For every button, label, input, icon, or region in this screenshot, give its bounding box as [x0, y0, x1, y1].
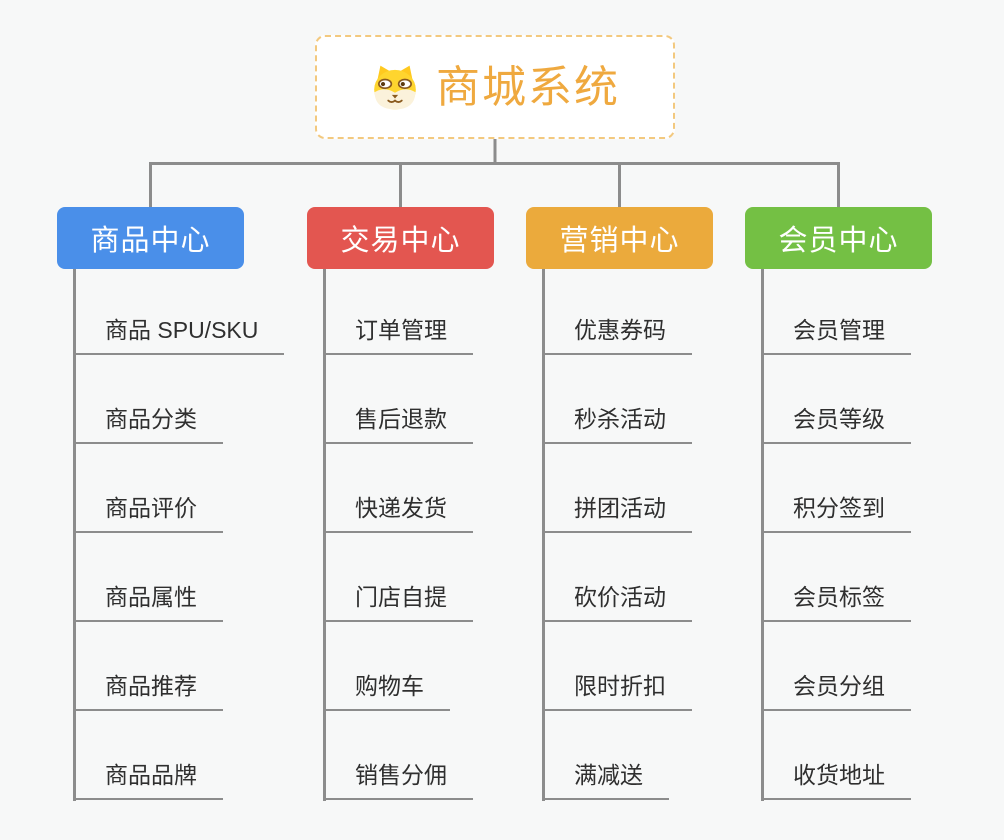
branch-node-label: 交易中心: [340, 225, 461, 257]
root-node-label: 商城系统: [436, 63, 620, 112]
leaf-node[interactable]: 商品分类: [73, 404, 223, 444]
leaf-node[interactable]: 收货地址: [761, 760, 911, 800]
leaf-node[interactable]: 会员标签: [761, 582, 911, 622]
leaf-node[interactable]: 拼团活动: [542, 493, 692, 533]
leaf-node[interactable]: 门店自提: [323, 582, 473, 622]
leaf-node[interactable]: 砍价活动: [542, 582, 692, 622]
leaf-node[interactable]: 积分签到: [761, 493, 911, 533]
leaf-node[interactable]: 商品属性: [73, 582, 223, 622]
branch-node-marketing-center[interactable]: 营销中心: [526, 207, 713, 269]
leaf-node[interactable]: 限时折扣: [542, 671, 692, 711]
leaf-node[interactable]: 商品推荐: [73, 671, 223, 711]
root-node[interactable]: 商城系统: [315, 35, 675, 139]
branch-children-marketing: 优惠券码 秒杀活动 拼团活动 砍价活动 限时折扣 满减送: [542, 269, 692, 801]
branch-node-label: 会员中心: [778, 225, 899, 257]
branch-node-label: 营销中心: [559, 225, 680, 257]
leaf-node[interactable]: 会员管理: [761, 315, 911, 355]
leaf-node[interactable]: 秒杀活动: [542, 404, 692, 444]
leaf-node[interactable]: 会员分组: [761, 671, 911, 711]
branch-node-label: 商品中心: [90, 225, 211, 257]
leaf-node[interactable]: 商品 SPU/SKU: [73, 315, 285, 355]
leaf-node[interactable]: 购物车: [323, 671, 450, 711]
leaf-node[interactable]: 销售分佣: [323, 760, 473, 800]
leaf-node[interactable]: 商品品牌: [73, 760, 223, 800]
leaf-node[interactable]: 会员等级: [761, 404, 911, 444]
branch-node-member-center[interactable]: 会员中心: [745, 207, 932, 269]
branch-node-trade-center[interactable]: 交易中心: [307, 207, 494, 269]
branch-children-member: 会员管理 会员等级 积分签到 会员标签 会员分组 收货地址: [761, 269, 911, 801]
leaf-node[interactable]: 订单管理: [323, 315, 473, 355]
branch-node-product-center[interactable]: 商品中心: [57, 207, 244, 269]
leaf-node[interactable]: 快递发货: [323, 493, 473, 533]
leaf-node[interactable]: 商品评价: [73, 493, 223, 533]
branch-children-trade: 订单管理 售后退款 快递发货 门店自提 购物车 销售分佣: [323, 269, 473, 801]
leaf-node[interactable]: 优惠券码: [542, 315, 692, 355]
leaf-node[interactable]: 满减送: [542, 760, 669, 800]
leaf-node[interactable]: 售后退款: [323, 404, 473, 444]
branch-children-product: 商品 SPU/SKU 商品分类 商品评价 商品属性 商品推荐 商品品牌: [73, 269, 285, 801]
dog-face-icon: [370, 64, 420, 110]
